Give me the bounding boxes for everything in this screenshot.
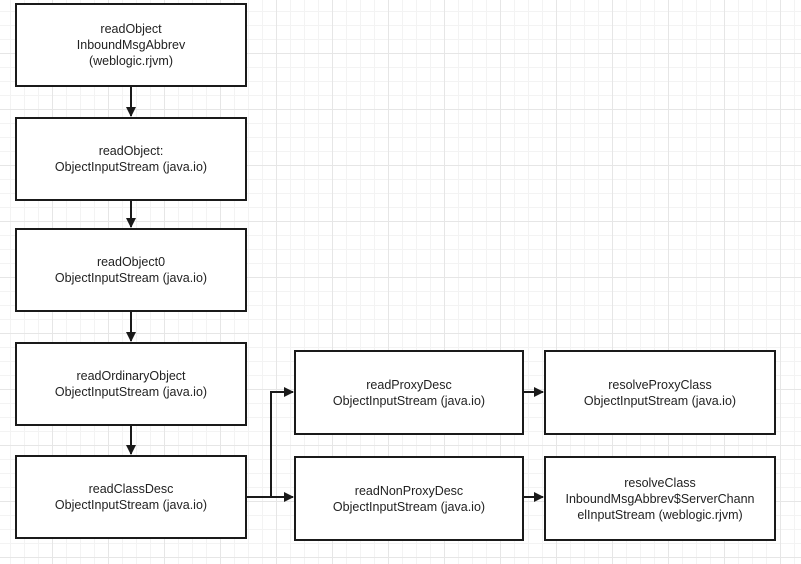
node-label: (weblogic.rjvm): [88, 54, 174, 68]
node-label: elInputStream (weblogic.rjvm): [577, 507, 743, 522]
node-label: readObject: [100, 22, 162, 36]
node-readobject-inboundmsgabbrev: readObject InboundMsgAbbrev (weblogic.rj…: [15, 3, 247, 87]
node-readobject0: readObject0 ObjectInputStream (java.io): [15, 228, 247, 312]
node-readproxydesc: readProxyDesc ObjectInputStream (java.io…: [294, 350, 524, 435]
node-label: ObjectInputStream (java.io): [54, 160, 208, 174]
node-label: ObjectInputStream (java.io): [54, 498, 208, 512]
node-label: InboundMsgAbbrev: [76, 38, 186, 52]
node-resolveproxyclass: resolveProxyClass ObjectInputStream (jav…: [544, 350, 776, 435]
node-readobject-objectinputstream: readObject: ObjectInputStream (java.io): [15, 117, 247, 201]
node-label: InboundMsgAbbrev$ServerChann: [565, 491, 755, 506]
node-label: readObject:: [98, 144, 164, 158]
node-label: ObjectInputStream (java.io): [54, 385, 208, 399]
node-label: readClassDesc: [88, 482, 174, 496]
node-label: ObjectInputStream (java.io): [54, 271, 208, 285]
node-label: ObjectInputStream (java.io): [332, 499, 486, 514]
node-readnonproxydesc: readNonProxyDesc ObjectInputStream (java…: [294, 456, 524, 541]
node-label: resolveProxyClass: [608, 377, 712, 392]
node-resolveclass: resolveClass InboundMsgAbbrev$ServerChan…: [544, 456, 776, 541]
node-label: readOrdinaryObject: [76, 369, 186, 383]
node-label: ObjectInputStream (java.io): [332, 393, 486, 408]
node-readclassdesc: readClassDesc ObjectInputStream (java.io…: [15, 455, 247, 539]
node-label: readProxyDesc: [366, 377, 452, 392]
node-label: ObjectInputStream (java.io): [583, 393, 737, 408]
node-label: readNonProxyDesc: [354, 483, 464, 498]
node-label: readObject0: [96, 255, 166, 269]
node-readordinaryobject: readOrdinaryObject ObjectInputStream (ja…: [15, 342, 247, 426]
node-label: resolveClass: [624, 475, 696, 490]
edge-n5-n6: [247, 387, 294, 498]
